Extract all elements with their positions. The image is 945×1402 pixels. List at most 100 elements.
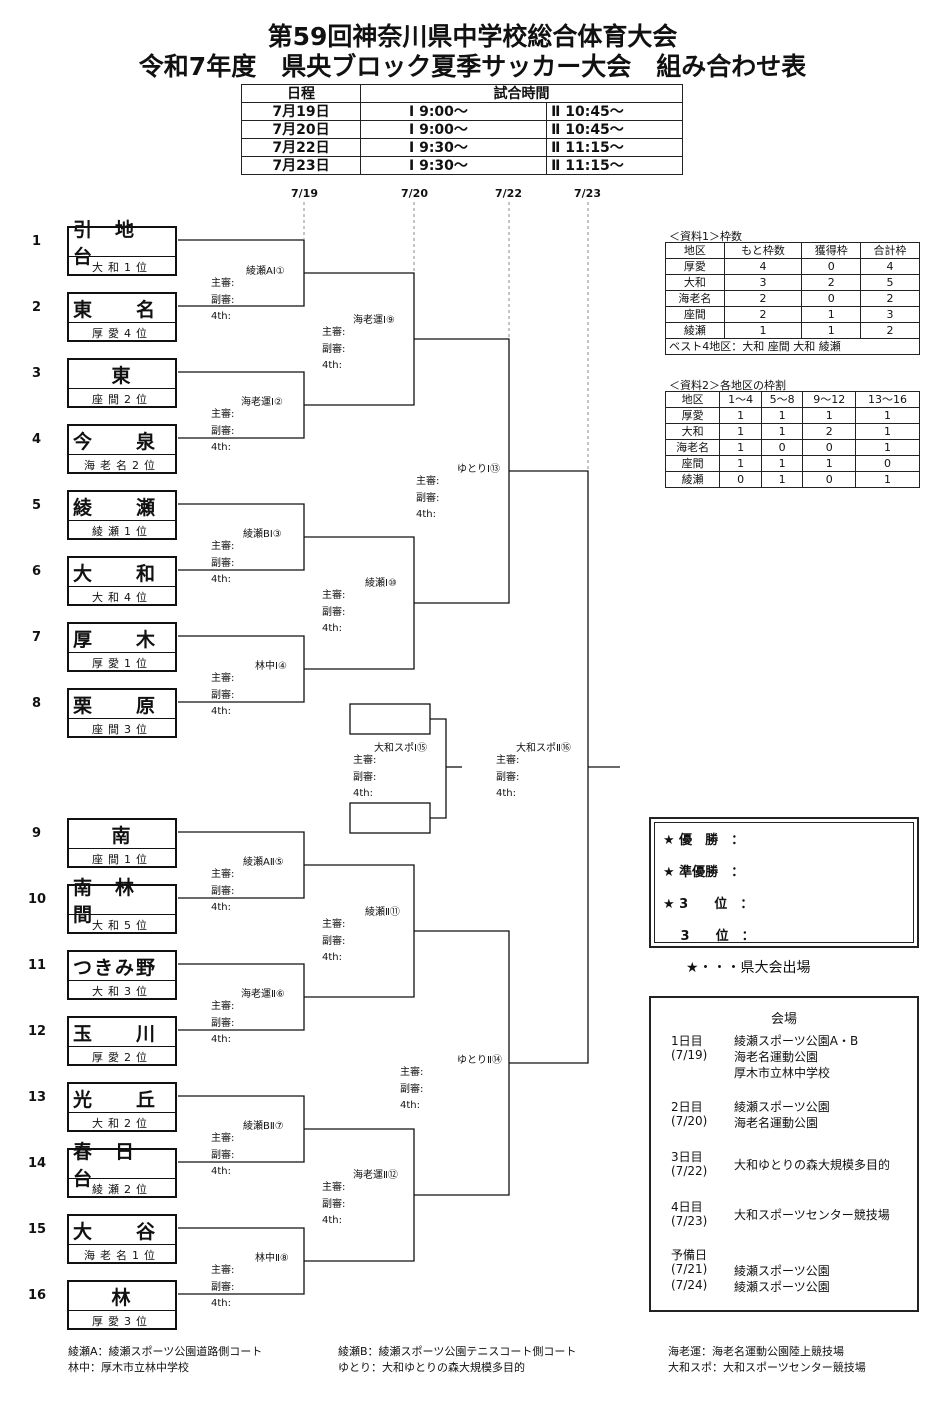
team-box: 大 谷海老名1位	[67, 1214, 177, 1264]
footnote: 林中：厚木市立林中学校	[68, 1361, 189, 1374]
team-name: 玉 川	[69, 1018, 175, 1047]
venue-date: (7/24)	[671, 1278, 708, 1292]
wari-cell: 1	[760, 423, 804, 440]
result-runner-up: ★ 準優勝 ：	[663, 865, 745, 880]
team-box: 引 地 台大和1位	[67, 219, 177, 276]
team-box: つきみ野大和3位	[67, 950, 177, 1000]
match-label: 大和スポⅠ⑮	[374, 743, 427, 754]
team-name: 南	[69, 820, 175, 849]
schedule-time1: Ⅰ 9:30～	[359, 156, 548, 175]
wari-cell: 綾瀬	[664, 471, 721, 488]
team-box: 東座間2位	[67, 358, 177, 408]
team-rank: 座間1位	[92, 852, 152, 866]
referee-slots: 主審: 副審: 4th:	[496, 755, 520, 799]
wari-header: 1～4	[719, 391, 762, 408]
venue-place: 大和スポーツセンター競技場	[734, 1208, 890, 1222]
venue-place: 綾瀬スポーツ公園	[734, 1280, 830, 1294]
waku-cell: 2	[860, 290, 920, 307]
footnote: 大和スポ：大和スポーツセンター競技場	[668, 1361, 866, 1374]
waku-cell: 座間	[665, 306, 725, 323]
wari-header: 9～12	[802, 391, 857, 408]
referee-slots: 主審: 副審: 4th:	[353, 755, 377, 799]
match-label: ゆとりⅠ⑬	[457, 464, 500, 475]
team-box: 今 泉海老名2位	[67, 424, 177, 474]
wari-cell: 座間	[664, 455, 721, 472]
wari-header: 地区	[664, 391, 721, 408]
team-rank: 大和5位	[92, 918, 152, 932]
wari-cell: 1	[855, 439, 920, 456]
team-name: 厚 木	[69, 624, 175, 653]
venue-place: 綾瀬スポーツ公園A・B	[734, 1034, 859, 1048]
team-number: 4	[32, 432, 42, 447]
team-rank: 大和4位	[92, 590, 152, 604]
team-box: 栗 原座間3位	[67, 688, 177, 738]
wari-cell: 海老名	[664, 439, 721, 456]
team-number: 6	[32, 564, 42, 579]
match-label: 林中Ⅱ⑧	[255, 1253, 289, 1264]
footnote: ゆとり：大和ゆとりの森大規模多目的	[338, 1361, 525, 1374]
team-rank: 座間3位	[92, 722, 152, 736]
wari-cell: 厚愛	[664, 407, 721, 424]
team-number: 10	[28, 892, 47, 907]
waku-best4: ベスト4地区：大和 座間 大和 綾瀬	[665, 338, 920, 355]
match-label: ゆとりⅡ⑭	[457, 1055, 502, 1066]
waku-cell: 1	[801, 322, 862, 339]
team-rank: 厚愛3位	[92, 1314, 152, 1328]
match-label: 綾瀬Ⅱ⑪	[365, 907, 400, 918]
referee-slots: 主審: 副審: 4th:	[211, 869, 235, 913]
venue-title: 会場	[770, 1012, 797, 1027]
team-rank: 厚愛2位	[92, 1050, 152, 1064]
venue-day: 予備日	[671, 1248, 708, 1262]
wari-cell: 1	[760, 455, 804, 472]
referee-slots: 主審: 副審: 4th:	[322, 327, 346, 371]
waku-cell: 綾瀬	[665, 322, 725, 339]
match-label: 林中Ⅰ④	[255, 661, 287, 672]
waku-cell: 3	[860, 306, 920, 323]
waku-header: 獲得枠	[801, 242, 862, 259]
referee-slots: 主審: 副審: 4th:	[211, 409, 235, 453]
venue-day: 4日目	[671, 1200, 703, 1214]
team-number: 9	[32, 826, 42, 841]
waku-cell: 4	[860, 258, 920, 275]
referee-slots: 主審: 副審: 4th:	[322, 1182, 346, 1226]
results-box: ★ 優 勝 ： ★ 準優勝 ： ★ 3 位 ： 3 位 ：	[649, 817, 919, 948]
referee-slots: 主審: 副審: 4th:	[211, 1133, 235, 1177]
wari-cell: 大和	[664, 423, 721, 440]
wari-cell: 1	[719, 423, 762, 440]
team-box: 林厚愛3位	[67, 1280, 177, 1330]
schedule-time1: Ⅰ 9:00～	[359, 102, 548, 121]
team-name: 光 丘	[69, 1084, 175, 1113]
result-champion: ★ 優 勝 ：	[663, 833, 745, 848]
team-box: 東 名厚愛4位	[67, 292, 177, 342]
match-label: 綾瀬AⅡ⑤	[243, 857, 284, 868]
team-number: 13	[28, 1090, 47, 1105]
waku-cell: 2	[860, 322, 920, 339]
team-box: 光 丘大和2位	[67, 1082, 177, 1132]
team-rank: 大和2位	[92, 1116, 152, 1130]
team-rank: 厚愛1位	[92, 656, 152, 670]
team-box: 春 日 台綾瀬2位	[67, 1141, 177, 1198]
referee-slots: 主審: 副審: 4th:	[211, 278, 235, 322]
referee-slots: 主審: 副審: 4th:	[400, 1067, 424, 1111]
wari-cell: 0	[802, 471, 857, 488]
referee-slots: 主審: 副審: 4th:	[211, 541, 235, 585]
wari-cell: 1	[855, 471, 920, 488]
referee-slots: 主審: 副審: 4th:	[211, 1001, 235, 1045]
round-date-3: 7/22	[495, 187, 522, 200]
team-name: 南 林 間	[69, 877, 175, 926]
match-label: 綾瀬AⅠ①	[246, 266, 285, 277]
wari-cell: 0	[760, 439, 804, 456]
team-name: 今 泉	[69, 426, 175, 455]
team-box: 玉 川厚愛2位	[67, 1016, 177, 1066]
waku-cell: 4	[723, 258, 803, 275]
wari-cell: 1	[719, 455, 762, 472]
match-label: 綾瀬Ⅰ⑩	[365, 578, 397, 589]
wari-cell: 0	[802, 439, 857, 456]
waku-header: 地区	[665, 242, 725, 259]
result-third-b: 3 位 ：	[663, 929, 755, 944]
star-note: ★・・・県大会出場	[686, 960, 811, 976]
wari-header: 5～8	[760, 391, 804, 408]
venue-day: 3日目	[671, 1150, 703, 1164]
